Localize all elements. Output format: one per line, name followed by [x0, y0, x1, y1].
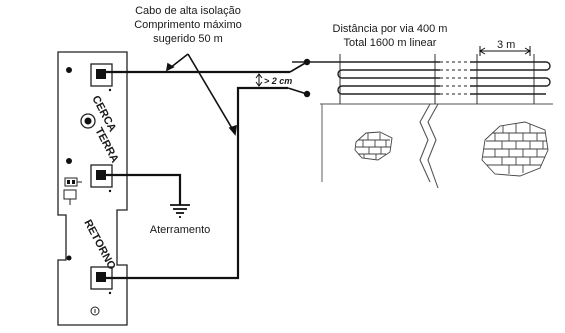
ground-wire	[102, 173, 182, 205]
fence-wire	[292, 61, 551, 71]
fence-connection-node	[303, 58, 311, 66]
spacing-label: 3 m	[497, 39, 515, 51]
fence-connection-node	[303, 90, 311, 98]
fence-wire	[337, 69, 551, 87]
distance-label-line2: Total 1600 m linear	[344, 37, 437, 49]
jumper-connector	[63, 177, 82, 205]
panel-screw-hole	[66, 158, 72, 164]
spacing-dimension	[479, 46, 531, 56]
ground-label: Aterramento	[150, 224, 211, 236]
gap-label: > 2 cm	[264, 76, 292, 86]
terminal-cerca	[90, 63, 113, 92]
fence-wire	[337, 85, 546, 95]
fence-wire-loops	[292, 61, 551, 95]
fence-ground-line	[320, 103, 553, 182]
energizer-panel: CERCA TERRA RETORNO	[57, 51, 128, 326]
wall-crack	[419, 103, 439, 189]
panel-screw-hole	[66, 255, 72, 261]
cable-label-line2: Comprimento máximo	[134, 19, 242, 31]
ground-rod-icon	[170, 204, 190, 218]
return-cable	[102, 86, 288, 280]
brick-wall-large	[481, 121, 549, 177]
brick-wall-small	[354, 131, 393, 161]
led-indicator	[80, 113, 96, 129]
panel-screw-hole	[66, 67, 72, 73]
cable-label-line1: Cabo de alta isolação	[135, 5, 241, 17]
distance-label-line1: Distância por via 400 m	[333, 23, 448, 35]
cable-pointer	[165, 53, 237, 136]
fence-feed-links	[287, 61, 308, 95]
gap-indicator	[255, 73, 263, 87]
marker-one	[90, 306, 100, 316]
cable-label-line3: sugerido 50 m	[153, 33, 223, 45]
